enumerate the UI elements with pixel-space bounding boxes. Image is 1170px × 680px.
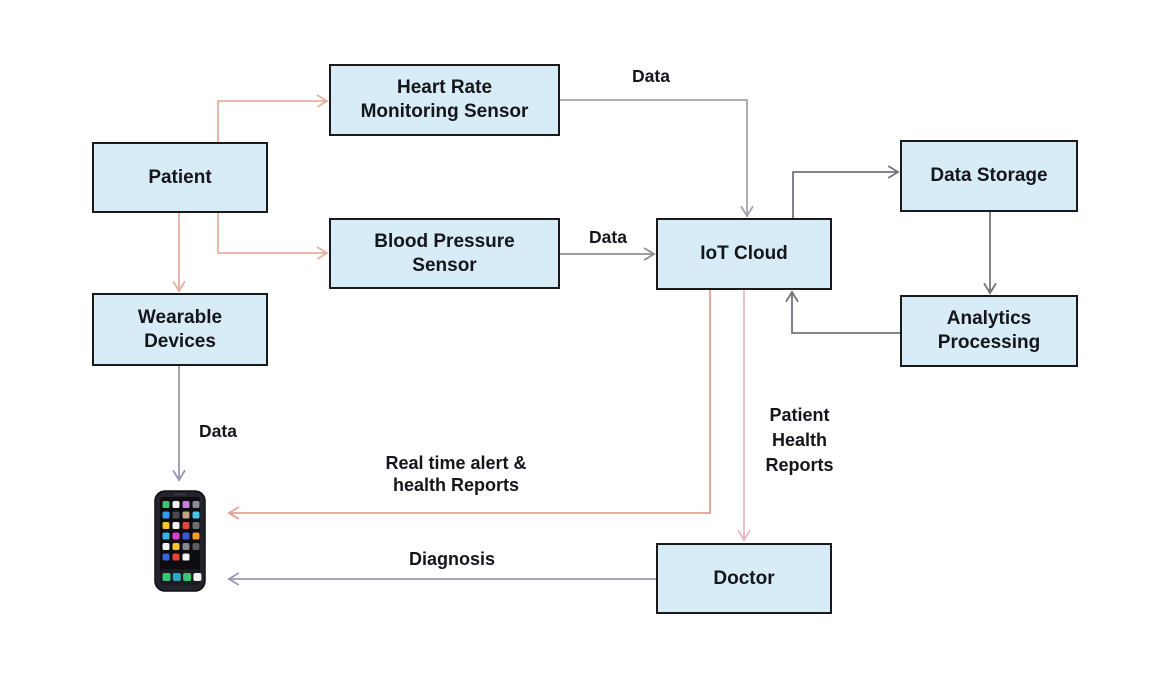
edge-label-heart-rate-data: Data xyxy=(632,66,670,86)
edge-doctor-to-phone xyxy=(227,572,657,586)
node-analytics-processing: Analytics Processing xyxy=(900,295,1078,367)
node-wearable-devices-label: Wearable Devices xyxy=(137,306,223,352)
node-analytics-processing-label: Analytics Processing xyxy=(937,308,1041,353)
node-data-storage-label: Data Storage xyxy=(930,165,1048,187)
edge-patient-to-wearable xyxy=(172,212,186,293)
node-wearable-devices: Wearable Devices xyxy=(92,293,268,366)
node-doctor-label: Doctor xyxy=(713,567,775,589)
edge-label-patient-health-reports: Patient Health Reports xyxy=(765,405,834,476)
edge-label-blood-pressure-data: Data xyxy=(589,227,627,247)
node-patient: Patient xyxy=(92,142,268,213)
edge-cloud-to-doctor xyxy=(737,289,751,542)
phone-dock xyxy=(162,573,202,581)
edge-heart-rate-to-cloud xyxy=(559,99,754,218)
node-patient-label: Patient xyxy=(148,166,212,188)
node-heart-rate-sensor: Heart Rate Monitoring Sensor xyxy=(329,64,560,136)
phone-app-grid xyxy=(162,501,200,561)
edge-patient-to-blood-pressure xyxy=(217,212,329,260)
edge-cloud-to-phone-alert xyxy=(227,289,711,520)
smartphone-icon xyxy=(154,490,206,592)
node-heart-rate-sensor-label: Heart Rate Monitoring Sensor xyxy=(360,77,529,122)
edge-label-wearable-data: Data xyxy=(199,421,237,441)
edge-label-diagnosis: Diagnosis xyxy=(408,549,496,569)
edge-wearable-to-phone xyxy=(172,365,186,482)
node-iot-cloud-label: IoT Cloud xyxy=(700,243,788,265)
node-blood-pressure-sensor-label: Blood Pressure Sensor xyxy=(374,230,515,276)
edge-patient-to-heart-rate xyxy=(217,94,329,143)
edge-cloud-to-data-storage xyxy=(792,165,900,219)
edge-analytics-to-cloud xyxy=(785,290,901,334)
node-iot-cloud: IoT Cloud xyxy=(656,218,832,290)
node-doctor: Doctor xyxy=(656,543,832,614)
node-blood-pressure-sensor: Blood Pressure Sensor xyxy=(329,218,560,289)
edge-label-real-time-alert: Real time alert & health Reports xyxy=(385,453,527,495)
edge-data-storage-to-analytics xyxy=(983,211,997,295)
edge-blood-pressure-to-cloud xyxy=(559,247,656,261)
node-data-storage: Data Storage xyxy=(900,140,1078,212)
